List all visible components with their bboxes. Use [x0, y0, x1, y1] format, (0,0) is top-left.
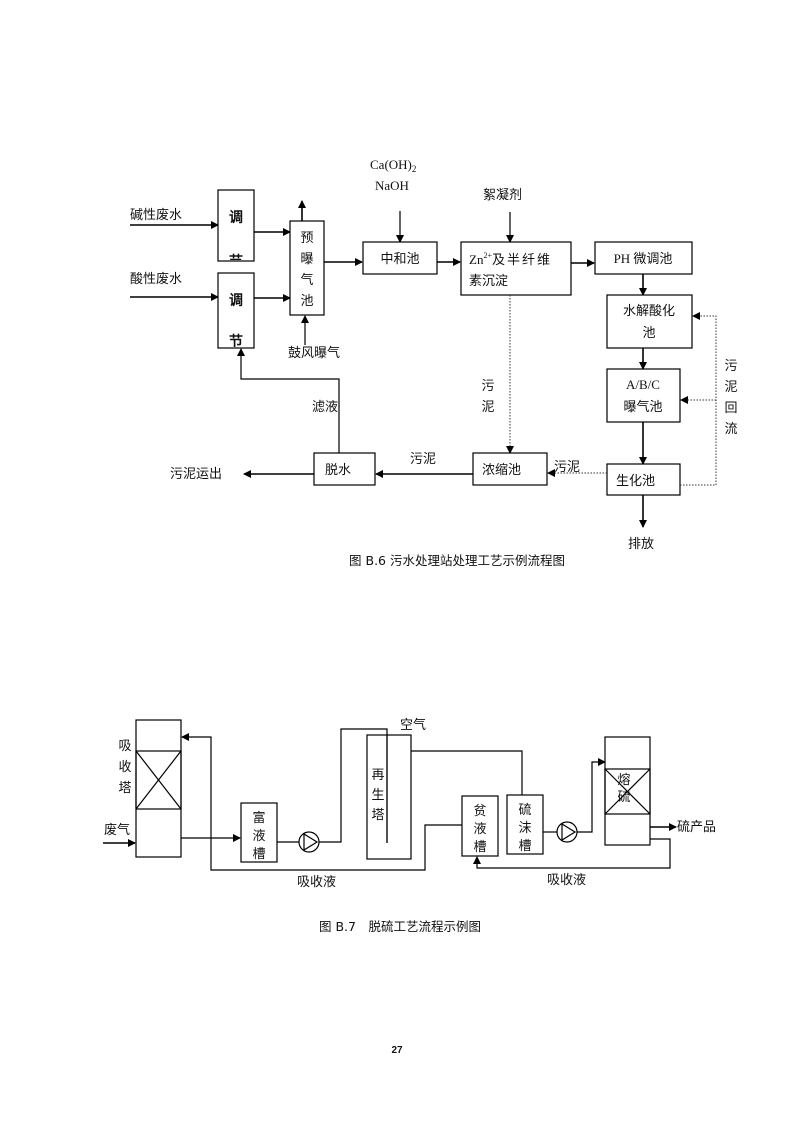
line-regen-foam	[411, 750, 523, 795]
regulating-tank-2-bottom: 节	[229, 333, 243, 350]
label-sludge-vertical: 污泥	[481, 378, 494, 414]
biochemical-tank	[606, 463, 681, 496]
lean-liquid-tank-label: 贫液槽	[473, 803, 486, 854]
label-absorption-tower: 吸收塔	[118, 738, 131, 795]
label-filtrate: 滤液	[312, 399, 338, 414]
figure-b6-wastewater-flowchart: 碱性废水 酸性废水 调 节 调 节 预曝气池 鼓风曝气 Ca(OH)2 NaOH…	[130, 157, 738, 568]
neutralization-tank	[362, 241, 438, 275]
figure-b7-caption: 图 B.7 脱硫工艺流程示例图	[319, 919, 481, 934]
precipitation-tank	[460, 241, 572, 296]
thickener-tank	[472, 452, 548, 486]
neutralization-tank-label: 中和池	[380, 251, 419, 266]
rich-liquid-tank	[240, 802, 278, 863]
label-flocculant: 絮凝剂	[483, 187, 522, 202]
pre-aeration-tank-label: 预曝气池	[300, 230, 313, 308]
absorbent-return-line-2	[473, 838, 671, 869]
dewatering	[313, 452, 376, 486]
absorption-packing	[135, 750, 182, 810]
label-discharge: 排放	[628, 536, 654, 551]
dewatering-label: 脱水	[325, 462, 351, 477]
label-waste-gas: 废气	[104, 822, 130, 837]
line-to-regenerator	[319, 728, 388, 843]
ph-adjust-tank	[594, 241, 693, 275]
label-sludge-out: 污泥运出	[170, 466, 222, 481]
label-sludge-1: 污泥	[410, 451, 436, 466]
absorption-tower	[135, 719, 182, 858]
sulfur-foam-tank	[506, 794, 544, 855]
page-number: 27	[391, 1045, 403, 1056]
absorbent-return-line-1	[181, 733, 462, 871]
hydrolysis-line-1: 水解酸化	[623, 303, 675, 318]
sulfur-melting-label: 熔硫	[617, 772, 630, 804]
hydrolysis-tank	[606, 294, 693, 349]
label-sludge-return: 污泥回流	[724, 358, 737, 436]
regeneration-tower	[366, 734, 412, 860]
label-calcium-hydroxide: Ca(OH)2	[370, 157, 416, 174]
sulfur-foam-tank-label: 硫沫槽	[518, 802, 531, 853]
abc-line-2: 曝气池	[623, 399, 662, 414]
pump-icon	[298, 831, 320, 853]
precipitation-line-2: 素沉淀	[469, 273, 508, 288]
figure-b7-desulfurization-flowchart: 吸收塔 废气 富液槽 空气 再生塔 贫液槽 硫沫槽 吸收液	[103, 717, 716, 934]
ph-adjust-tank-label: PH 微调池	[614, 251, 673, 266]
hydrolysis-line-2: 池	[642, 325, 655, 340]
line-to-melter	[577, 758, 606, 833]
packing-cross-b	[135, 750, 182, 810]
thickener-tank-label: 浓缩池	[482, 462, 521, 477]
abc-line-1: A/B/C	[626, 377, 660, 392]
filtrate-return-line	[237, 348, 340, 453]
regulating-tank-1-top: 调	[229, 210, 243, 226]
regulating-tank-1	[217, 189, 255, 262]
precipitation-line-1: Zn2+及半纤维	[469, 251, 552, 267]
regeneration-tower-label: 再生塔	[371, 767, 384, 822]
regulating-tank-2	[217, 272, 255, 349]
label-alkaline-wastewater: 碱性废水	[130, 207, 182, 222]
label-acidic-wastewater: 酸性废水	[130, 271, 182, 286]
biochemical-tank-label: 生化池	[616, 473, 655, 488]
figure-b6-caption: 图 B.6 污水处理站处理工艺示例流程图	[349, 553, 565, 568]
label-air: 空气	[400, 717, 426, 732]
label-sludge-2: 污泥	[554, 459, 580, 474]
regulating-tank-1-bottom: 节	[229, 253, 243, 270]
rich-liquid-tank-label: 富液槽	[252, 810, 265, 861]
label-sulfur-product: 硫产品	[677, 819, 716, 834]
label-blower-aeration: 鼓风曝气	[288, 345, 340, 360]
regulating-tank-2-top: 调	[229, 293, 243, 309]
label-naoh: NaOH	[375, 178, 409, 193]
label-absorbent-1: 吸收液	[297, 874, 336, 889]
melter-cross-b	[604, 768, 651, 815]
pre-aeration-tank	[289, 220, 325, 316]
melter-packing	[604, 768, 651, 815]
label-absorbent-2: 吸收液	[547, 872, 586, 887]
pump-icon	[556, 821, 578, 843]
